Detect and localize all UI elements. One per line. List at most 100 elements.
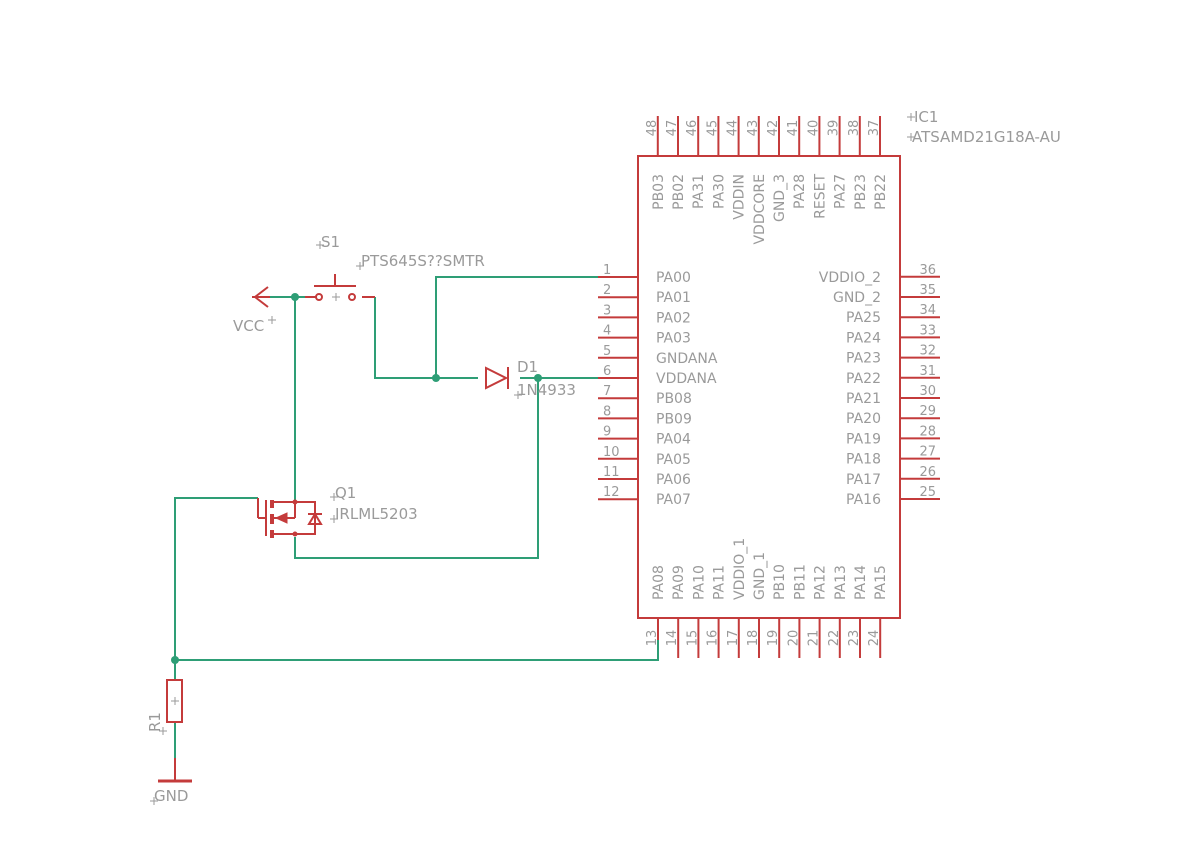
ic1-pin-number: 45 [705,120,720,137]
wire-s1-to-d1[interactable] [374,297,478,379]
ic1-pin-number: 41 [786,120,801,137]
wire-q1-gate[interactable] [174,497,258,680]
q1-ref-label: Q1 [335,484,356,502]
gnd-supply[interactable] [158,758,192,783]
ic1-pin-number: 32 [919,344,936,359]
ic1-pin-number: 20 [786,630,801,647]
ic1-pin-number: 42 [766,120,781,137]
ic1-pin-number: 39 [827,120,842,137]
ic1-pin-name: PA14 [853,565,869,600]
ic1-pin-name: PA24 [846,330,881,346]
ic1-pin-name: PA05 [656,452,691,468]
q1-mosfet[interactable] [257,498,323,538]
ic1-pin-number: 7 [603,384,611,399]
ic1-pin-number: 5 [603,344,611,359]
ic1-pin-number: 6 [603,364,611,379]
ic1-pin-number: 38 [847,120,862,137]
ic1-pin-number: 11 [603,465,620,480]
ic1-pin-number: 36 [919,263,936,278]
ic1-pin-number: 31 [919,364,936,379]
ic1-pin-name: PA10 [691,565,707,600]
ic1-pin-number: 14 [665,630,680,647]
ic1-pin-number: 12 [603,485,620,500]
ic1-pin-name: PA19 [846,431,881,447]
junction-vcc [291,293,299,301]
ic1-pin-name: PA28 [792,174,808,209]
ic1-pin-number: 13 [645,630,660,647]
ic1-pin-name: PA18 [846,452,881,468]
ic1-pin-number: 43 [746,120,761,137]
ic1-pin-name: PA30 [711,174,727,209]
ic1-pin-name: PB03 [651,174,667,210]
ic1-pin-name: PB09 [656,411,692,427]
s1-ref-label: S1 [321,233,340,251]
ic1-pin-number: 28 [919,424,936,439]
ic1-pin-number: 18 [746,630,761,647]
ic1-pin-name: VDDIN [732,174,748,220]
ic1-pin-name: PA31 [691,174,707,209]
vcc-label: VCC [233,317,264,335]
ic1-pin-name: PB11 [792,564,808,600]
ic1-pin-name: RESET [812,174,828,219]
wire-pa00[interactable] [435,276,598,378]
ic1-pin-name: PB08 [656,391,692,407]
gnd-label: GND [154,787,188,805]
ic1-pin-name: PA04 [656,432,691,448]
ic1-pin-name: PA15 [873,565,889,600]
ic1-pin-number: 33 [919,323,936,338]
vcc-supply[interactable] [252,286,270,308]
ic1-pin-name: PA01 [656,290,691,306]
ic1-pin-name: PA11 [712,565,728,600]
ic1-pin-number: 34 [919,303,936,318]
ic1-pin-name: PA02 [656,310,691,326]
ic1-ref-label: IC1 [914,108,938,126]
ic1-pin-number: 1 [603,263,611,278]
q1-value-label: IRLML5203 [335,505,418,523]
ic1-pin-number: 25 [919,485,936,500]
ic1-pin-number: 24 [867,630,882,647]
ic1-pin-number: 2 [603,283,611,298]
ic1-pin-number: 29 [919,404,936,419]
s1-switch[interactable] [305,274,375,301]
ic1-pin-number: 37 [867,120,882,137]
ic1-pin-name: PA03 [656,331,691,347]
ic1-pin-number: 4 [603,324,611,339]
r1-resistor[interactable] [166,679,183,723]
ic1-pin-number: 9 [603,425,611,440]
ic1-pin-name: PB23 [853,174,869,210]
ic1-pin-number: 35 [919,283,936,298]
ic1-pin-number: 21 [807,630,822,647]
ic1-pin-name: VDDIO_1 [732,538,748,600]
ic1-pin-number: 46 [685,120,700,137]
ic1-pin-number: 16 [706,630,721,647]
ic1-pin-number: 44 [726,120,741,137]
ic1-pin-number: 10 [603,445,620,460]
nets [171,276,659,760]
junction-pa00 [432,374,440,382]
ic1-pin-number: 23 [847,630,862,647]
ic1-pin-name: PB22 [873,174,889,210]
junction-vddana [534,374,542,382]
ic1-pin-number: 22 [827,630,842,647]
ic1-value-label: ATSAMD21G18A-AU [912,128,1061,146]
ic1-pin-name: PB02 [671,174,687,210]
ic1-pin-number: 27 [919,445,936,460]
ic1-pin-name: PA07 [656,492,691,508]
ic1-pin-name: PA08 [651,565,667,600]
wire-d1-to-q1-drain[interactable] [294,378,539,559]
wire-pa08[interactable] [175,640,659,661]
ic1-pin-name: PA21 [846,391,881,407]
ic1-pin-number: 15 [685,630,700,647]
ic1-pin-number: 48 [645,120,660,137]
ic1-pin-number: 26 [919,465,936,480]
d1-diode[interactable] [485,366,509,390]
ic1-pin-name: GND_1 [752,552,768,600]
ic1-pin-name: PA13 [833,565,849,600]
ic1-pin-name: PA25 [846,310,881,326]
r1-ref-label: R1 [146,712,164,732]
d1-value-label: 1N4933 [517,381,576,399]
ic1-pin-name: PA12 [813,565,829,600]
ic1-pin-name: GND_2 [833,290,881,306]
